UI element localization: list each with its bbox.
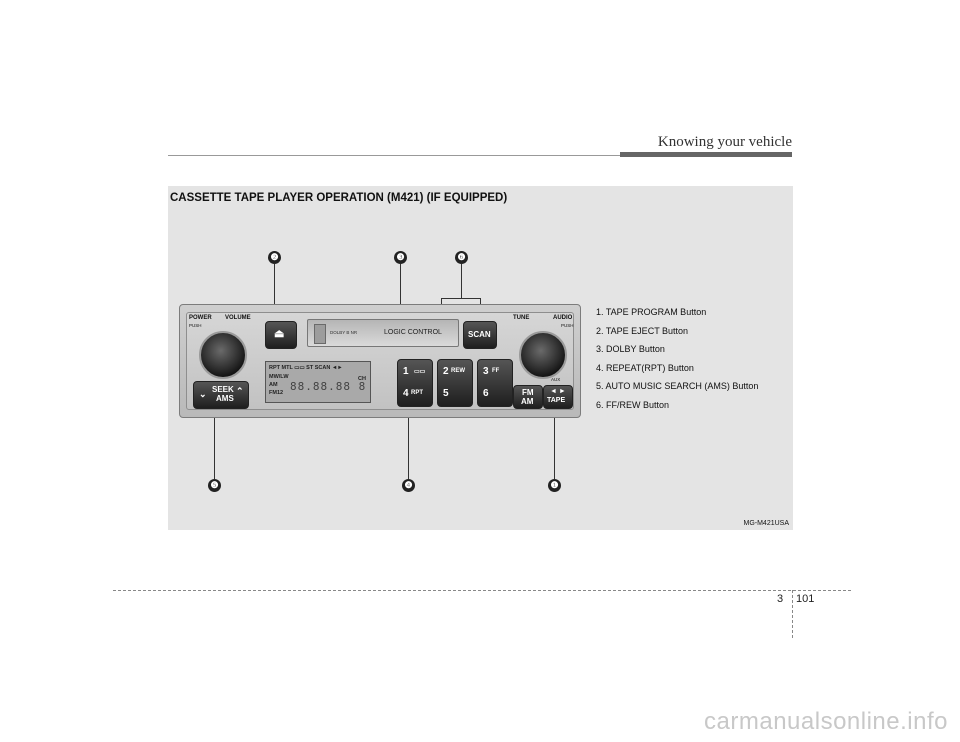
preset-5-label: 5 (443, 388, 449, 399)
tune-label: TUNE (513, 315, 530, 321)
ams-label: AMS (216, 394, 234, 403)
fm-am-button[interactable]: FM AM (513, 385, 543, 409)
scan-button[interactable]: SCAN (463, 321, 497, 349)
scan-label: SCAN (468, 330, 491, 339)
radio-unit: POWER PUSH VOLUME TUNE AUDIO PUSH AUX DO… (179, 304, 581, 418)
audio-label: AUDIO (553, 315, 573, 321)
leader-line-1 (554, 404, 555, 479)
push-label-left: PUSH (189, 323, 202, 328)
callout-1: ❶ (548, 479, 561, 492)
display-indicators: RPT MTL ▭▭ ST SCAN ◄► (269, 365, 343, 371)
preset-2-label: 2 (443, 366, 449, 377)
fm-label: FM (522, 388, 534, 397)
callout-6: ❻ (455, 251, 468, 264)
tune-audio-knob[interactable] (519, 331, 567, 379)
preset-2-5-button[interactable]: 2 REW 5 (437, 359, 473, 407)
push-label-right: PUSH (561, 323, 574, 328)
tape-arrows-icon: ◄ ► (550, 388, 566, 395)
leader-line-2 (274, 264, 275, 328)
preset-1-4-button[interactable]: 1 ▭▭ 4 RPT (397, 359, 433, 407)
legend-item: 2. TAPE EJECT Button (596, 325, 689, 336)
power-label: POWER (189, 315, 212, 321)
preset-3-sublabel: FF (492, 368, 500, 374)
display-digits: 88.88.88 8 (290, 380, 367, 393)
tape-label: TAPE (547, 397, 566, 404)
page-number: 101 (796, 593, 815, 605)
cassette-door (314, 324, 326, 344)
lcd-display: RPT MTL ▭▭ ST SCAN ◄► MW/LW AM FM12 88.8… (265, 361, 371, 403)
display-band-am: AM (269, 382, 278, 388)
seek-label: SEEK (212, 385, 234, 394)
preset-1-sublabel: ▭▭ (414, 369, 426, 375)
callout-4: ❹ (402, 479, 415, 492)
figure-caption: MG-M421USA (743, 520, 789, 527)
callout-3: ❸ (394, 251, 407, 264)
leader-line-4 (408, 404, 409, 479)
callout-5: ❺ (208, 479, 221, 492)
preset-3-label: 3 (483, 366, 489, 377)
preset-3-6-button[interactable]: 3 FF 6 (477, 359, 513, 407)
preset-2-sublabel: REW (451, 368, 465, 374)
am-label: AM (521, 397, 534, 406)
callout-2: ❷ (268, 251, 281, 264)
chevron-down-icon: ⌄ (199, 389, 207, 399)
tape-button[interactable]: ◄ ► TAPE (543, 385, 573, 409)
section-title: CASSETTE TAPE PLAYER OPERATION (M421) (I… (170, 192, 508, 204)
footer-divider (792, 590, 793, 638)
chapter-number: 3 (777, 593, 784, 605)
header-rule (168, 155, 792, 156)
radio-faceplate: POWER PUSH VOLUME TUNE AUDIO PUSH AUX DO… (186, 312, 574, 410)
aux-label: AUX (551, 377, 561, 382)
legend-item: 4. REPEAT(RPT) Button (596, 362, 694, 373)
leader-bracket-6 (441, 298, 481, 299)
legend-item: 5. AUTO MUSIC SEARCH (AMS) Button (596, 381, 759, 392)
watermark: carmanualsonline.info (704, 708, 948, 735)
volume-label: VOLUME (225, 315, 251, 321)
footer-rule (113, 590, 851, 591)
legend-item: 1. TAPE PROGRAM Button (596, 307, 707, 317)
page-header-title: Knowing your vehicle (657, 134, 792, 150)
preset-4-label: 4 (403, 388, 409, 399)
preset-1-label: 1 (403, 366, 409, 377)
leader-line-6 (461, 264, 462, 298)
cassette-slot: DOLBY B NR LOGIC CONTROL (307, 319, 459, 347)
legend-list: 1. TAPE PROGRAM Button 2. TAPE EJECT But… (596, 303, 758, 415)
header-rule-accent (620, 152, 792, 157)
legend-item: 6. FF/REW Button (596, 399, 670, 410)
legend-item: 3. DOLBY Button (596, 344, 665, 355)
chevron-up-icon: ⌃ (236, 386, 244, 396)
seek-ams-button[interactable]: ⌄ SEEK AMS ⌃ (193, 381, 249, 409)
display-ch: CH (358, 376, 366, 382)
eject-icon: ⏏ (274, 328, 285, 340)
preset-6-label: 6 (483, 388, 489, 399)
leader-line-5 (214, 412, 215, 479)
display-band-mwlw: MW/LW (269, 374, 289, 380)
logic-control-label: LOGIC CONTROL (384, 329, 442, 336)
eject-button[interactable]: ⏏ (265, 321, 297, 349)
preset-4-sublabel: RPT (411, 390, 423, 396)
power-volume-knob[interactable] (199, 331, 247, 379)
display-band-fm: FM12 (269, 390, 284, 396)
dolby-mark: DOLBY B NR (330, 330, 358, 335)
